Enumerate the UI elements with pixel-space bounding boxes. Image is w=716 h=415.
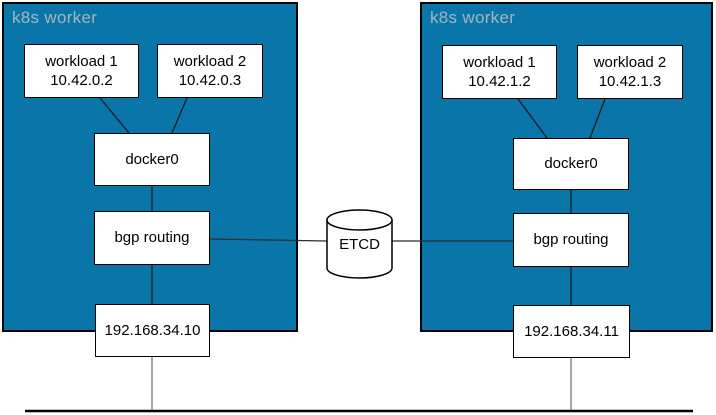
host-ip-label: 192.168.34.11 (524, 322, 619, 340)
worker-title-left: k8s worker (12, 8, 98, 27)
host-ip-node-left: 192.168.34.10 (95, 304, 210, 357)
workload-2-node-right: workload 2 10.42.1.3 (577, 45, 683, 99)
workload-name: workload 1 (45, 52, 118, 70)
connector-workload1-docker0-left (99, 97, 130, 134)
bridge-label: docker0 (125, 150, 179, 168)
docker0-bridge-node-right: docker0 (513, 138, 629, 190)
workload-name: workload 1 (463, 53, 536, 71)
bridge-label: docker0 (544, 155, 598, 173)
host-ip-node-right: 192.168.34.11 (513, 305, 630, 358)
connector-workload2-docker0-left (171, 97, 188, 134)
connector-workload1-docker0-right (517, 98, 548, 139)
bgp-routing-node-left: bgp routing (94, 211, 210, 265)
bgp-routing-node-right: bgp routing (513, 213, 629, 267)
etcd-database-cylinder-icon (326, 209, 393, 279)
workload-ip: 10.42.1.3 (598, 73, 662, 90)
routing-label: bgp routing (114, 229, 190, 247)
workload-name: workload 2 (173, 52, 247, 70)
connector-bgp-etcd-left (209, 238, 328, 242)
workload-1-node-left: workload 1 10.42.0.2 (24, 44, 139, 98)
workload-name: workload 2 (593, 53, 667, 71)
docker0-bridge-node-left: docker0 (94, 133, 210, 186)
workload-2-node-left: workload 2 10.42.0.3 (157, 44, 263, 98)
workload-1-node-right: workload 1 10.42.1.2 (442, 45, 557, 99)
host-ip-label: 192.168.34.10 (104, 321, 201, 339)
worker-title-right: k8s worker (430, 8, 516, 27)
connector-workload2-docker0-right (589, 98, 606, 139)
workload-ip: 10.42.1.2 (468, 73, 531, 90)
etcd-label: ETCD (339, 235, 380, 253)
workload-ip: 10.42.0.2 (50, 72, 113, 89)
workload-ip: 10.42.0.3 (178, 72, 242, 89)
routing-label: bgp routing (533, 231, 609, 249)
